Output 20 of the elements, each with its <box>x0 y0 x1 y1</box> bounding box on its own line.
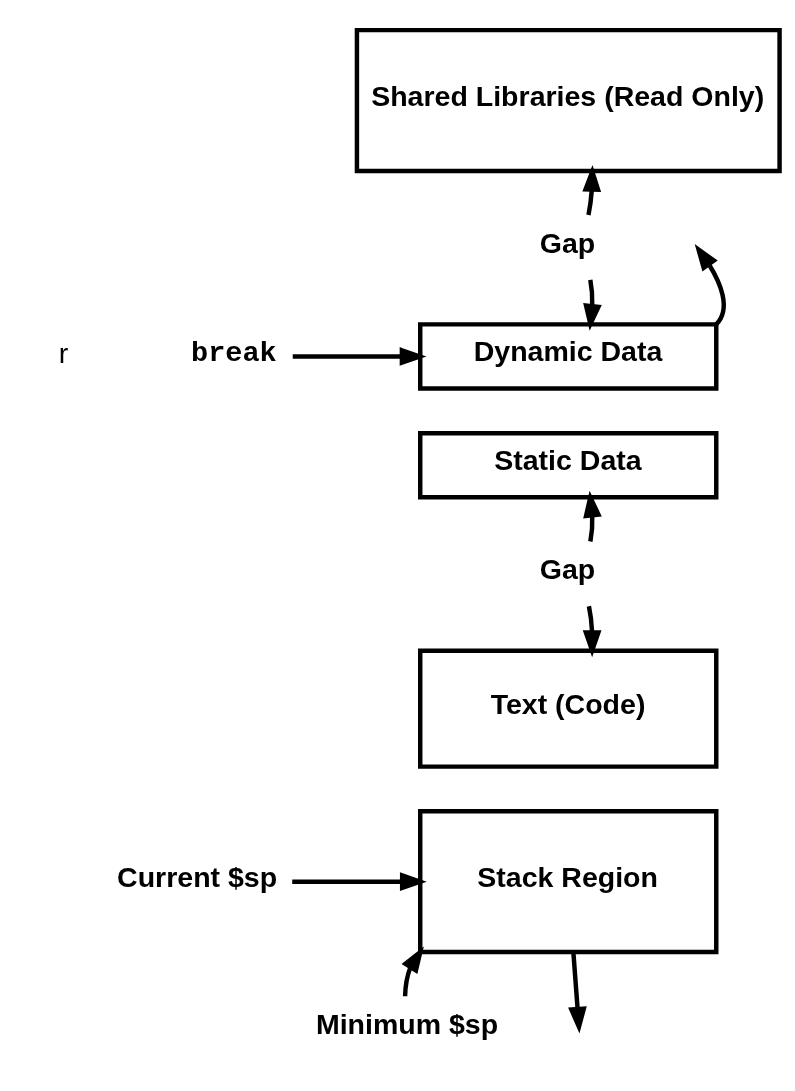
node-text: Gap <box>539 553 596 586</box>
arrow <box>292 872 427 892</box>
arrow <box>582 605 602 658</box>
node-text: break <box>191 337 277 371</box>
node-text: Minimum $sp <box>315 1007 499 1040</box>
arrow <box>292 347 427 366</box>
node-box: Shared Libraries (Read Only) <box>354 27 782 174</box>
node-box: Text (Code) <box>418 648 719 769</box>
node-text: Gap <box>539 226 596 259</box>
node-box: Stack Region <box>418 809 719 955</box>
arrow <box>401 946 424 997</box>
arrow <box>583 279 602 331</box>
node-text: Current $sp <box>117 860 278 893</box>
arrow <box>694 244 726 326</box>
arrow <box>583 490 602 542</box>
node-box: Dynamic Data <box>418 322 719 391</box>
node-box: Static Data <box>418 430 719 500</box>
arrow <box>582 164 602 216</box>
label: r <box>58 337 69 370</box>
arrow <box>568 952 587 1034</box>
